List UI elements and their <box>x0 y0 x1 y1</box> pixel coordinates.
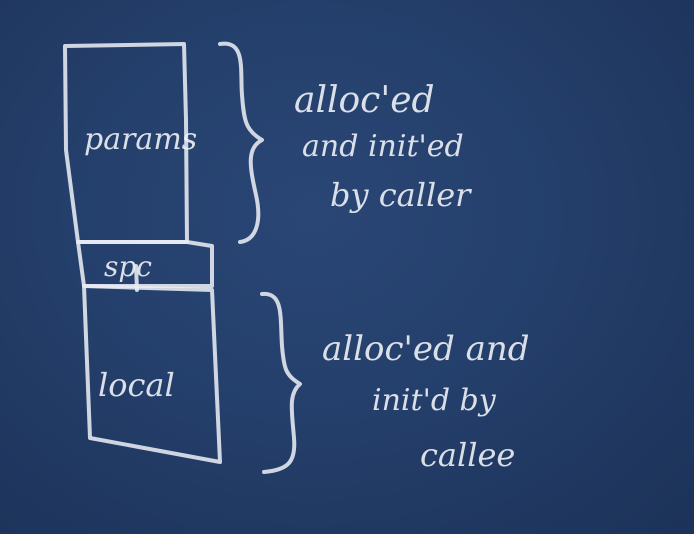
callee-annotation-line2: init'd by <box>372 383 497 418</box>
spc-label: spc <box>104 250 152 283</box>
params-label: params <box>84 122 197 157</box>
local-label: local <box>98 366 175 404</box>
callee-annotation-line3: callee <box>420 436 515 474</box>
local-box <box>82 284 222 464</box>
spc-box <box>76 240 214 288</box>
caller-annotation-line1: alloc'ed <box>294 80 435 121</box>
callee-annotation-line1: alloc'ed and <box>322 329 530 369</box>
callee-brace <box>260 291 302 474</box>
caller-annotation-line2: and init'ed <box>302 129 464 164</box>
caller-annotation-line3: by caller <box>330 176 472 214</box>
caller-brace <box>218 41 264 244</box>
